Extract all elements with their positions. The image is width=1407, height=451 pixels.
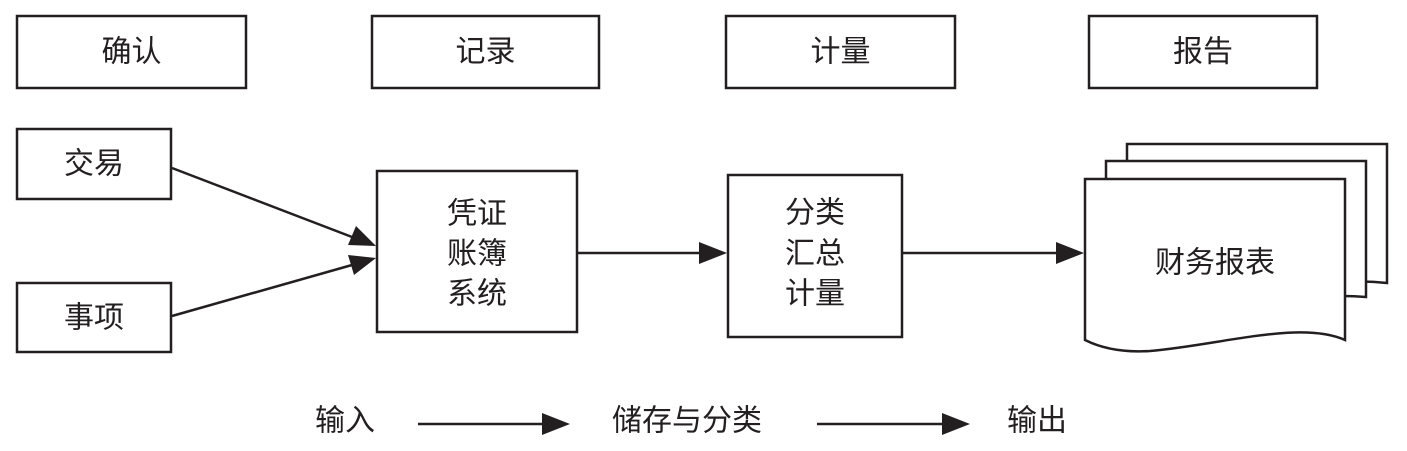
arrow-events-to-voucher <box>171 255 376 318</box>
stage-recognize: 确认 <box>15 14 248 90</box>
stage-record-label: 记录 <box>456 35 516 70</box>
stage-measure: 计量 <box>724 14 957 90</box>
arrow-transactions-to-voucher <box>171 166 376 246</box>
classify-line-2: 汇总 <box>785 237 845 272</box>
classify-line-3: 计量 <box>785 277 845 312</box>
input-events: 事项 <box>15 281 173 354</box>
arrow-head <box>542 413 570 435</box>
input-transactions: 交易 <box>15 127 173 201</box>
classify-box <box>726 173 904 339</box>
flow-arrow-input-to-storage <box>418 413 570 435</box>
voucher-line-3: 系统 <box>447 277 507 312</box>
flow-arrow-storage-to-output <box>817 413 970 435</box>
financial-reports-label: 财务报表 <box>1155 246 1275 281</box>
stage-record-box <box>370 14 601 90</box>
stage-recognize-label: 确认 <box>102 35 162 70</box>
flow-output-label: 输出 <box>1007 404 1067 439</box>
arrow-classify-to-reports <box>903 242 1084 264</box>
stage-report-box <box>1087 14 1319 90</box>
input-events-box <box>15 281 173 354</box>
input-events-label: 事项 <box>64 301 124 336</box>
stage-recognize-box <box>15 14 248 90</box>
arrow-head <box>699 242 727 264</box>
voucher-line-2: 账簿 <box>447 237 507 272</box>
arrow-head <box>348 226 376 246</box>
voucher-line-1: 凭证 <box>447 197 507 232</box>
document-sheet-front <box>1083 177 1347 353</box>
classify-summarize-measure: 分类 汇总 计量 <box>726 173 904 339</box>
flow-legend: 输入 储存与分类 输出 <box>315 404 1067 439</box>
input-transactions-box <box>15 127 173 201</box>
voucher-ledger-box <box>375 169 579 334</box>
voucher-ledger-system: 凭证 账簿 系统 <box>375 169 579 334</box>
input-transactions-label: 交易 <box>64 147 124 182</box>
classify-line-1: 分类 <box>785 196 845 231</box>
stage-record: 记录 <box>370 14 601 90</box>
flow-input-label: 输入 <box>315 404 375 439</box>
stage-measure-box <box>724 14 957 90</box>
arrow-head <box>942 413 970 435</box>
stage-measure-label: 计量 <box>811 35 871 70</box>
stage-report: 报告 <box>1087 14 1319 90</box>
arrow-head <box>1056 242 1084 264</box>
flow-storage-label: 储存与分类 <box>612 404 762 439</box>
financial-reports-document-stack: 财务报表 <box>1083 142 1389 353</box>
arrow-voucher-to-classify <box>578 242 727 264</box>
arrow-head <box>348 255 376 275</box>
stage-report-label: 报告 <box>1173 35 1233 70</box>
